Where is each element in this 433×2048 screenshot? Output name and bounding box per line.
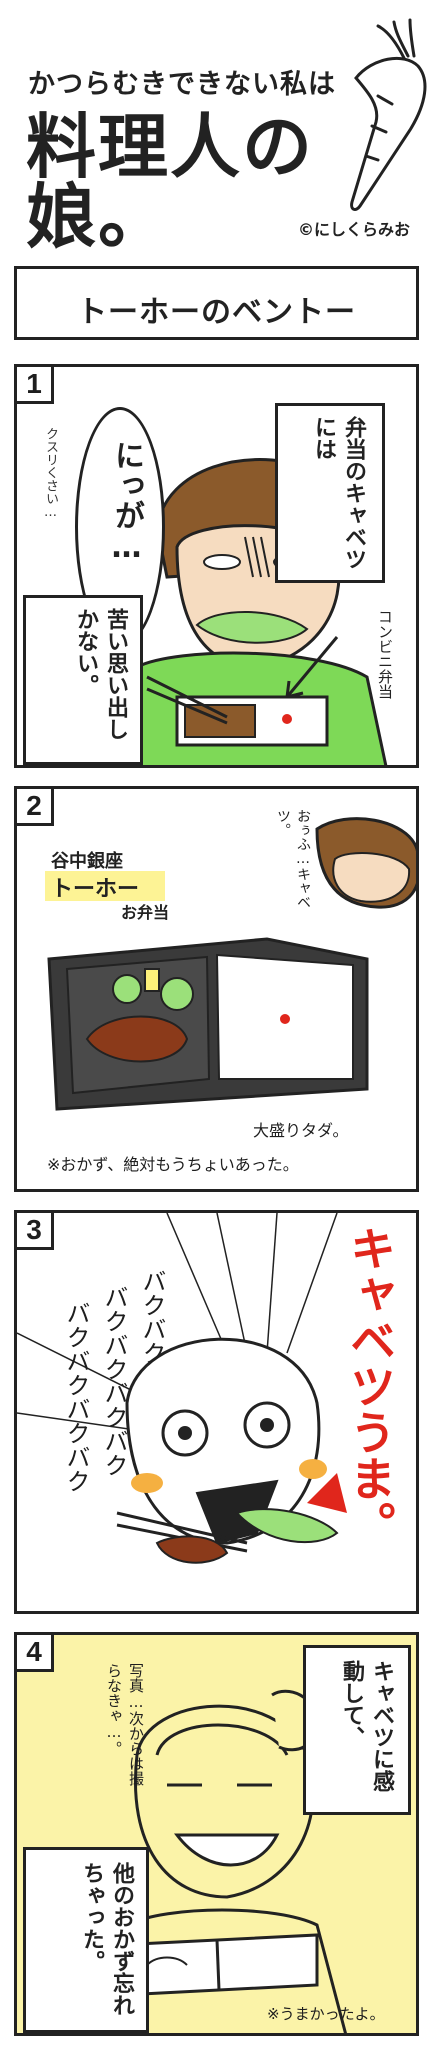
comic-header: かつらむきできない私は 料理人の娘。 ©にしくらみお xyxy=(0,0,433,258)
daikon-icon xyxy=(350,18,427,211)
episode-title-box: トーホーのベントー xyxy=(14,266,419,340)
narration-text-top: 弁当のキャベツには xyxy=(311,416,366,570)
panel-number-4: 4 xyxy=(17,1635,54,1672)
narration-box-bottom: 他のおかず忘れちゃった。 xyxy=(23,1847,149,2033)
narration-box-bottom: 苦い思い出しかない。 xyxy=(23,595,143,765)
panel4-illustration xyxy=(106,1689,347,2033)
episode-title: トーホーのベントー xyxy=(77,295,356,330)
narration-box-top: 弁当のキャベツには xyxy=(275,403,385,583)
comic-panel-3: 3 バクバク バクバクバクバク バクバクバクバク キャベツうま。 xyxy=(14,1210,419,1614)
aside-text: 写真…次からは撮らなきゃ…。 xyxy=(105,1663,145,1786)
speech-text: にっが… xyxy=(109,440,144,565)
comic-panel-1: 1 弁当のキャベツには にっが… クスリくさい… 苦い思い出しかない。 コンビニ… xyxy=(14,364,419,768)
bento-label: コンビニ弁当 xyxy=(376,609,394,699)
shop-name-line2: トーホー xyxy=(51,877,140,902)
sfx-column-1: バクバク xyxy=(138,1269,166,1365)
shop-name-line1: 谷中銀座 xyxy=(51,851,123,872)
panel-number-1: 1 xyxy=(17,367,54,404)
sfx-column-2: バクバクバクバク xyxy=(100,1285,128,1477)
mutter-text: おぅふ…キャベツ。 xyxy=(275,809,311,909)
narration-text-top: キャベツに感動して、 xyxy=(339,1660,394,1792)
author-credit: ©にしくらみお xyxy=(298,220,411,239)
panel2-footnote: ※おかず、絶対もうちょいあった。 xyxy=(47,1155,299,1174)
shop-name-line3: お弁当 xyxy=(121,903,170,922)
series-title: 料理人の娘。 xyxy=(26,106,314,258)
exclaim-text: キャベツうま。 xyxy=(343,1225,397,1547)
aside-text: クスリくさい… xyxy=(43,427,58,520)
sfx-column-3: バクバクバクバク xyxy=(62,1301,90,1493)
panel3-illustration xyxy=(17,1213,347,1564)
comic-panel-4: 4 キャベツに感動して、 写真…次からは撮らなきゃ…。 他のおかず忘れちゃった。… xyxy=(14,1632,419,2036)
panel-number-3: 3 xyxy=(17,1213,54,1250)
narration-box-top: キャベツに感動して、 xyxy=(303,1645,411,1815)
narration-text-bottom: 苦い思い出しかない。 xyxy=(73,608,128,740)
series-subtitle: かつらむきできない私は xyxy=(28,69,336,100)
panel2-illustration xyxy=(45,817,416,1111)
panel-number-2: 2 xyxy=(17,789,54,826)
comic-panel-2: 2 谷中銀座 トーホー お弁当 おぅふ…キャベツ。 大盛りタダ。 ※おかず、絶対… xyxy=(14,786,419,1192)
panel4-footnote: ※うまかったよ。 xyxy=(267,2005,385,2023)
rice-note: 大盛りタダ。 xyxy=(253,1121,349,1140)
narration-text-bottom: 他のおかず忘れちゃった。 xyxy=(79,1862,134,2016)
